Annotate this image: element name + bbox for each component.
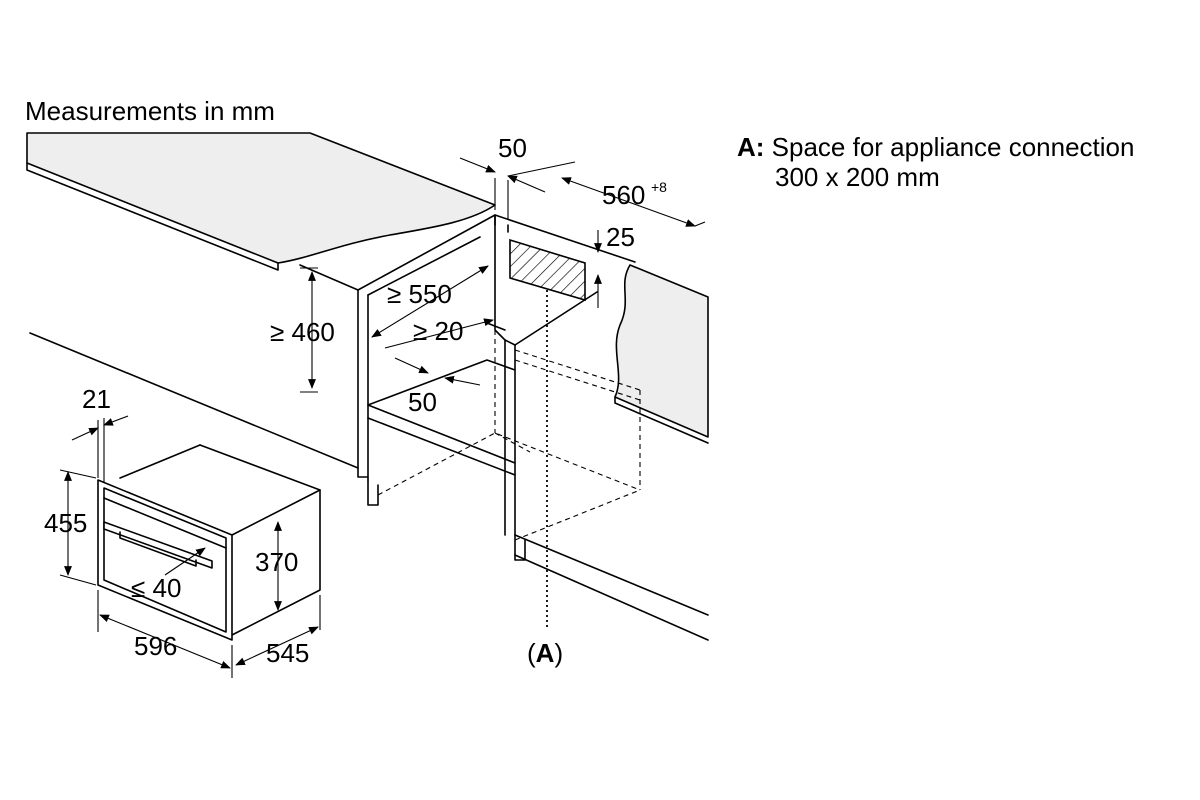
appliance: [97, 444, 321, 641]
legend-key: A:: [737, 132, 765, 162]
measurements-heading: Measurements in mm: [25, 96, 275, 126]
side-gap-label: ≥ 20: [413, 316, 463, 346]
front-width-label: 596: [134, 631, 177, 661]
niche-width-tolerance: +8: [651, 179, 667, 195]
marker-close: ): [554, 638, 563, 668]
appliance-dimension-lines: [59, 415, 321, 678]
marker-letter: A: [536, 638, 555, 668]
legend-line-1: Space for appliance connection: [771, 132, 1135, 162]
right-worktop: [614, 264, 709, 444]
marker-open: (: [527, 638, 536, 668]
legend-line-2: 300 x 200 mm: [775, 162, 940, 192]
connection-marker: (A): [527, 638, 563, 668]
body-height-label: 370: [255, 547, 298, 577]
connection-space: [509, 238, 586, 302]
cabinet-niche: [299, 214, 641, 561]
niche-width-label: 560: [602, 180, 645, 210]
door-overhang-label: ≤ 40: [131, 573, 181, 603]
front-height-label: 455: [44, 508, 87, 538]
body-depth-label: 545: [266, 638, 309, 668]
niche-dimension-lines: [300, 157, 706, 393]
depth-label: ≥ 550: [387, 279, 452, 309]
rear-gap-label: 50: [498, 133, 527, 163]
connection-legend: A: Space for appliance connection 300 x …: [737, 132, 1134, 192]
top-offset-label: 25: [606, 222, 635, 252]
height-label: ≥ 460: [270, 317, 335, 347]
floor-lines: [29, 332, 709, 641]
front-thickness-label: 21: [82, 384, 111, 414]
left-worktop: [26, 132, 496, 271]
front-gap-label: 50: [408, 387, 437, 417]
